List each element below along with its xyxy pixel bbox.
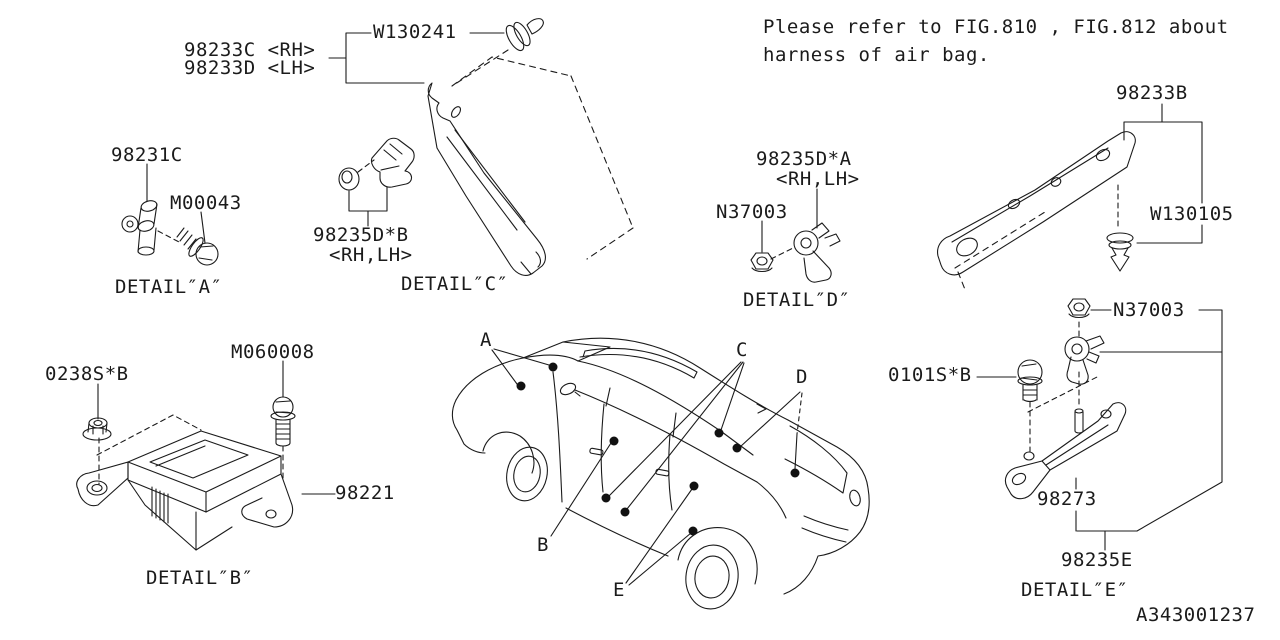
- clip-w130105-icon: [1106, 232, 1134, 272]
- dash-sensor-bolt-a: [157, 230, 182, 244]
- leader-98233cd: [328, 32, 505, 84]
- detail-e-caption: DETAIL″E″: [1021, 579, 1129, 601]
- callout-letter-c: C: [736, 339, 748, 361]
- dash-sensor-grommet-c: [357, 159, 375, 173]
- callout-letter-b: B: [537, 534, 549, 556]
- note-harness-line1: Please refer to FIG.810 , FIG.812 about: [763, 16, 1229, 38]
- part-label-98233c[interactable]: 98233C <RH>: [184, 39, 316, 61]
- callout-leaders: [491, 348, 803, 586]
- part-label-0238s-b[interactable]: 0238S*B: [45, 363, 129, 385]
- part-label-w130105[interactable]: W130105: [1150, 203, 1234, 225]
- sensor-98235d-a-icon: [793, 188, 841, 283]
- part-label-98273[interactable]: 98273: [1037, 488, 1097, 510]
- hidden-edges-detail-b: [96, 414, 284, 485]
- hidden-edges-detail-e: [1027, 321, 1100, 453]
- bolt-m060008-icon: [270, 360, 296, 447]
- clip-w130241-icon: [505, 18, 544, 52]
- pillar-trim-part: [427, 82, 546, 276]
- module-98221-icon: [76, 430, 336, 551]
- bolt-0101s-b-icon: [1017, 359, 1043, 402]
- leader-detail-e: [976, 309, 1223, 551]
- callout-letter-e: E: [613, 579, 625, 601]
- dash-nut-sensor-d: [770, 247, 794, 260]
- detail-a-caption: DETAIL″A″: [115, 276, 223, 298]
- part-label-98235d-b[interactable]: 98235D*B: [313, 224, 409, 246]
- sensor-98231c-icon: [121, 163, 158, 256]
- bracket-98273-icon: [1004, 402, 1127, 500]
- detail-b-caption: DETAIL″B″: [146, 567, 254, 589]
- part-label-m00043[interactable]: M00043: [170, 192, 242, 214]
- leader-98233b: [1117, 103, 1203, 244]
- sensor-98273-assy-icon: [1064, 335, 1105, 385]
- part-label-98231c[interactable]: 98231C: [111, 144, 183, 166]
- note-harness-line2: harness of air bag.: [763, 44, 990, 66]
- bolt-m00043-icon: [176, 211, 219, 266]
- part-label-m060008[interactable]: M060008: [231, 341, 315, 363]
- part-label-98233d[interactable]: 98233D <LH>: [184, 57, 316, 79]
- sensor-98235d-b-icon: [338, 137, 415, 191]
- nut-n37003-d-icon: [750, 220, 774, 273]
- part-label-98235d-a-side: <RH,LH>: [776, 168, 860, 190]
- callout-letter-d: D: [796, 366, 808, 388]
- nut-n37003-e-icon: [1067, 298, 1091, 319]
- part-label-0101s-b[interactable]: 0101S*B: [888, 364, 972, 386]
- part-label-98235d-b-side: <RH,LH>: [329, 244, 413, 266]
- part-label-n37003-e[interactable]: N37003: [1113, 299, 1185, 321]
- nut-0238s-b-icon: [82, 383, 112, 441]
- doc-number: A343001237: [1136, 604, 1256, 626]
- detail-d-caption: DETAIL″D″: [743, 289, 851, 311]
- leader-98235d-b: [348, 186, 388, 227]
- car-illustration: [451, 337, 870, 610]
- part-label-w130241[interactable]: W130241: [373, 21, 457, 43]
- part-label-98221[interactable]: 98221: [335, 482, 395, 504]
- sensor-location-dots: [516, 362, 800, 536]
- detail-c-caption: DETAIL″C″: [401, 273, 509, 295]
- part-label-98235d-a[interactable]: 98235D*A: [756, 148, 852, 170]
- part-label-98233b[interactable]: 98233B: [1116, 82, 1188, 104]
- hidden-edges-detail-c: [451, 49, 634, 260]
- part-label-98235e[interactable]: 98235E: [1061, 549, 1133, 571]
- rail-cover-98233b: [937, 131, 1136, 293]
- callout-letter-a: A: [480, 329, 492, 351]
- part-label-n37003-d[interactable]: N37003: [716, 201, 788, 223]
